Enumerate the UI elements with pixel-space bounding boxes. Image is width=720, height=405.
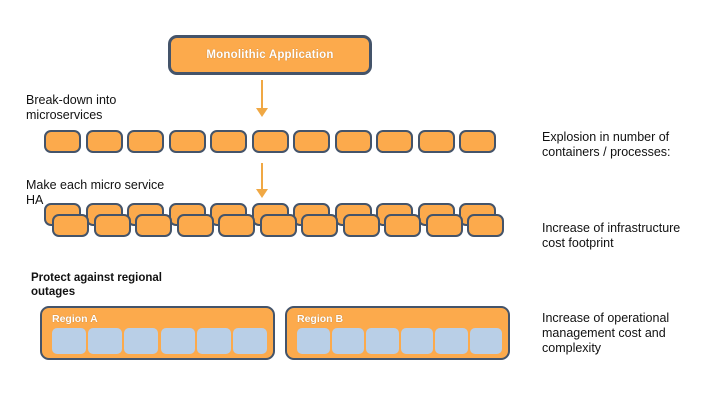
microservice-box[interactable] — [85, 130, 123, 153]
microservice-box[interactable] — [293, 130, 330, 153]
region-a-service-box[interactable] — [52, 328, 87, 354]
microservice-box[interactable] — [168, 130, 206, 153]
microservice-box-primary[interactable] — [384, 214, 421, 237]
region-b-container[interactable]: Region B — [285, 306, 510, 360]
region-b-service-box[interactable] — [400, 328, 433, 354]
arrow-head — [256, 108, 268, 117]
note-increase-of-infrastructure-cost: Increase of infrastructure cost footprin… — [542, 221, 681, 250]
region-b-service-box[interactable] — [435, 328, 468, 354]
note-protect-against-regional-outages: Protect against regional outages — [31, 272, 163, 298]
microservice-box[interactable] — [210, 130, 247, 153]
microservice-box-primary[interactable] — [52, 214, 89, 237]
monolithic-application-box[interactable]: Monolithic Application — [168, 35, 372, 75]
microservice-box-primary[interactable] — [259, 214, 297, 237]
region-a-service-box[interactable] — [196, 328, 231, 354]
region-a-service-box[interactable] — [160, 328, 195, 354]
note-explosion-in-number-of-containers: Explosion in number of containers / proc… — [542, 130, 671, 159]
region-b-service-box[interactable] — [469, 328, 502, 354]
arrow-shaft — [261, 80, 263, 109]
microservice-box-primary[interactable] — [218, 214, 255, 237]
microservice-box[interactable] — [251, 130, 289, 153]
region-b-service-box[interactable] — [331, 328, 364, 354]
note-increase-of-operational-cost: Increase of operational management cost … — [542, 311, 670, 355]
microservice-box[interactable] — [417, 130, 455, 153]
region-a-service-box[interactable] — [88, 328, 123, 354]
microservice-box[interactable] — [44, 130, 81, 153]
region-b-service-box[interactable] — [366, 328, 399, 354]
note-make-each-microservice-ha: Make each micro service HA — [26, 178, 165, 207]
region-a-service-box[interactable] — [232, 328, 267, 354]
microservice-box-primary[interactable] — [93, 214, 131, 237]
microservice-box-primary[interactable] — [425, 214, 463, 237]
monolithic-application-label: Monolithic Application — [206, 49, 334, 61]
microservice-box[interactable] — [334, 130, 372, 153]
microservice-box-primary[interactable] — [467, 214, 504, 237]
arrow-head — [256, 189, 268, 198]
microservice-box[interactable] — [459, 130, 496, 153]
region-a-container[interactable]: Region A — [40, 306, 275, 360]
arrow-down-ha-icon — [253, 163, 271, 199]
arrow-shaft — [261, 163, 263, 190]
region-b-service-box[interactable] — [297, 328, 330, 354]
region-a-label: Region A — [52, 313, 98, 325]
region-b-label: Region B — [297, 313, 344, 325]
microservice-box-primary[interactable] — [342, 214, 380, 237]
microservice-box-primary[interactable] — [135, 214, 172, 237]
microservice-box-primary[interactable] — [301, 214, 338, 237]
microservice-box-primary[interactable] — [176, 214, 214, 237]
arrow-down-breakdown-icon — [253, 80, 271, 118]
note-breakdown-into-microservices: Break-down into microservices — [26, 93, 117, 122]
microservice-box[interactable] — [127, 130, 164, 153]
microservice-box[interactable] — [376, 130, 413, 153]
region-a-service-box[interactable] — [124, 328, 159, 354]
